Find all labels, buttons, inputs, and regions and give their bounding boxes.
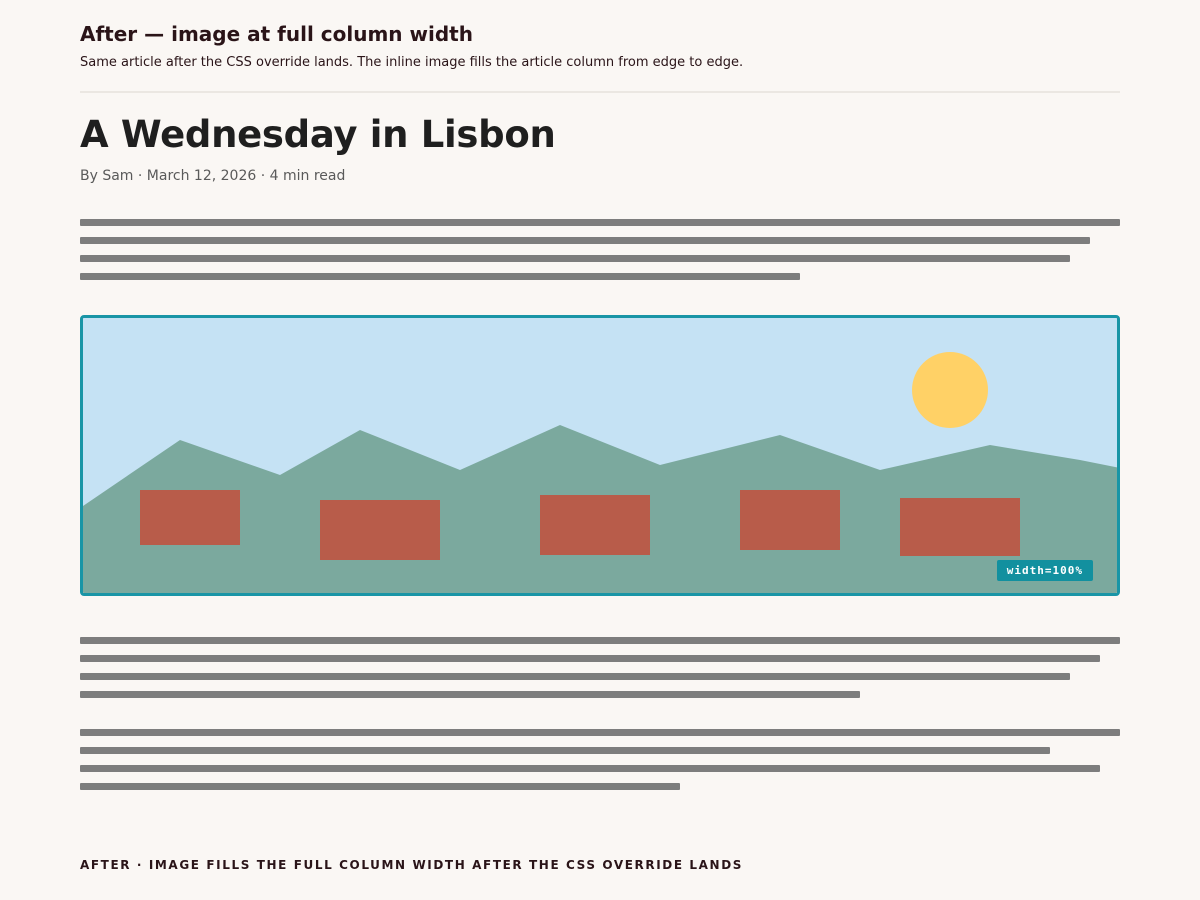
article-byline: By Sam · March 12, 2026 · 4 min read <box>80 168 346 184</box>
text-line-placeholder <box>80 765 1100 772</box>
footer-caption: AFTER · IMAGE FILLS THE FULL COLUMN WIDT… <box>80 858 743 872</box>
house <box>740 490 840 550</box>
landscape-illustration <box>83 318 1117 593</box>
paragraph-placeholder <box>80 219 1120 291</box>
house <box>540 495 650 555</box>
house <box>900 498 1020 556</box>
text-line-placeholder <box>80 691 860 698</box>
text-line-placeholder <box>80 273 800 280</box>
page-title: After — image at full column width <box>80 22 473 46</box>
page-subtitle: Same article after the CSS override land… <box>80 55 744 70</box>
width-badge: width=100% <box>996 560 1093 581</box>
house <box>140 490 240 545</box>
text-line-placeholder <box>80 255 1070 262</box>
article-title: A Wednesday in Lisbon <box>80 113 556 156</box>
text-line-placeholder <box>80 783 680 790</box>
paragraph-placeholder <box>80 637 1120 709</box>
article-inline-image: width=100% <box>80 315 1120 596</box>
text-line-placeholder <box>80 637 1120 644</box>
text-line-placeholder <box>80 655 1100 662</box>
paragraph-placeholder <box>80 729 1120 801</box>
text-line-placeholder <box>80 673 1070 680</box>
sun-icon <box>912 352 988 428</box>
text-line-placeholder <box>80 237 1090 244</box>
text-line-placeholder <box>80 219 1120 226</box>
header-divider <box>80 91 1120 93</box>
house <box>320 500 440 560</box>
text-line-placeholder <box>80 747 1050 754</box>
text-line-placeholder <box>80 729 1120 736</box>
